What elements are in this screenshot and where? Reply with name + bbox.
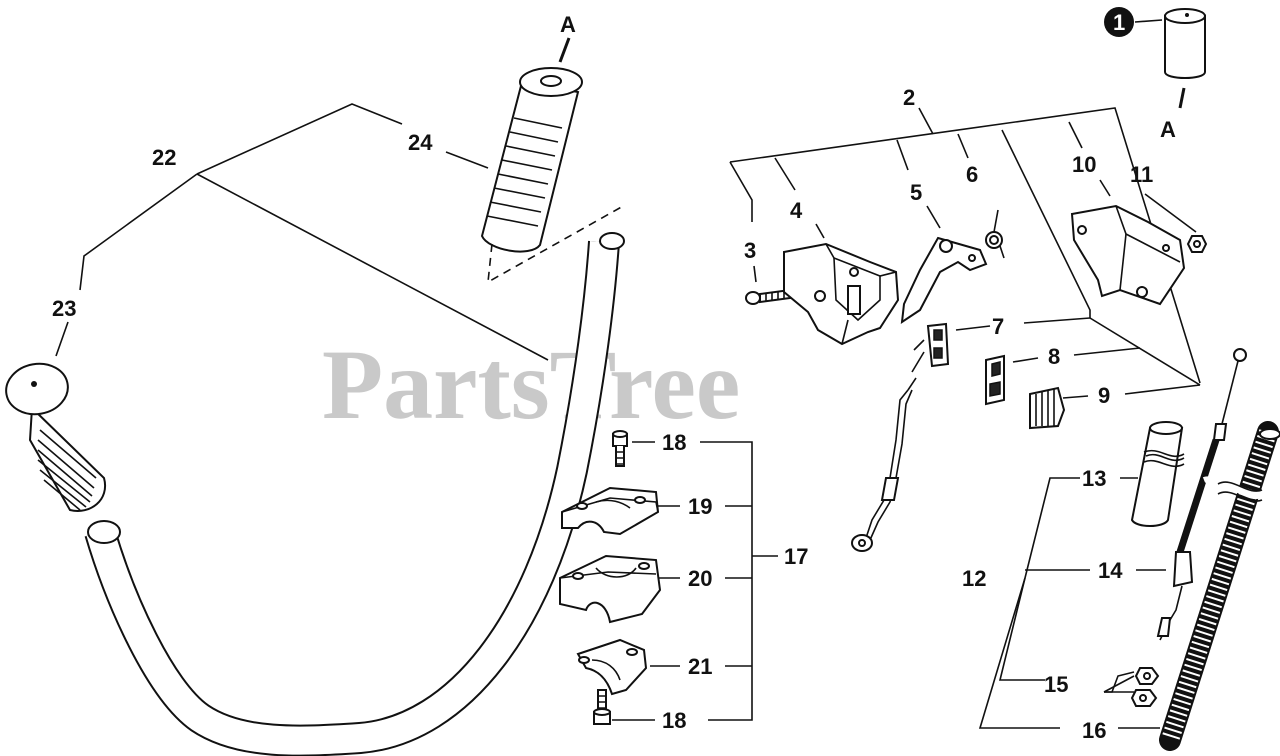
leader-a-top bbox=[558, 37, 571, 63]
throttle-housing-part-4[interactable] bbox=[783, 242, 900, 346]
handlebar-tube[interactable] bbox=[84, 232, 625, 756]
part-labels: A A 1 2 3 4 5 6 7 8 9 10 11 12 13 14 15 … bbox=[52, 7, 1176, 743]
sleeve-part-13[interactable] bbox=[1130, 421, 1185, 527]
clamp-bottom-part-21[interactable] bbox=[576, 638, 648, 696]
label-17: 17 bbox=[784, 544, 808, 569]
clamp-top-part-19[interactable] bbox=[561, 486, 660, 536]
label-10: 10 bbox=[1072, 152, 1096, 177]
callout-1-badge bbox=[1104, 7, 1134, 37]
inner-cable-part-14[interactable] bbox=[1156, 348, 1247, 641]
label-16: 16 bbox=[1082, 718, 1106, 743]
spring-part-6[interactable] bbox=[985, 209, 1005, 259]
nut-part-15[interactable] bbox=[1130, 667, 1160, 707]
label-2: 2 bbox=[903, 85, 915, 110]
clamp-base-part-20[interactable] bbox=[559, 554, 662, 624]
switch-part-7[interactable] bbox=[851, 322, 950, 552]
handle-cover-part-10[interactable] bbox=[1070, 204, 1186, 306]
label-8: 8 bbox=[1048, 344, 1060, 369]
block-part-9[interactable] bbox=[1029, 386, 1066, 430]
bolt-part-18-top[interactable] bbox=[612, 430, 628, 467]
watermark: PartsTree bbox=[322, 329, 740, 440]
label-21: 21 bbox=[688, 654, 712, 679]
label-5: 5 bbox=[910, 180, 922, 205]
throttle-trigger-part-5[interactable] bbox=[900, 236, 988, 325]
label-11: 11 bbox=[1130, 162, 1153, 187]
handlebar-leaders bbox=[55, 103, 549, 361]
clip-part-8[interactable] bbox=[985, 354, 1005, 406]
label-23: 23 bbox=[52, 296, 76, 321]
label-3: 3 bbox=[744, 238, 756, 263]
top-grip-ribs bbox=[486, 117, 563, 227]
label-15: 15 bbox=[1044, 672, 1068, 697]
label-6: 6 bbox=[966, 162, 978, 187]
label-12: 12 bbox=[962, 566, 986, 591]
grip-cap-part-1[interactable] bbox=[1164, 8, 1206, 109]
label-a-top: A bbox=[560, 12, 576, 37]
label-19: 19 bbox=[688, 494, 712, 519]
label-7: 7 bbox=[992, 314, 1004, 339]
leader-15-upper bbox=[1103, 675, 1135, 693]
nut-part-11[interactable] bbox=[1186, 235, 1208, 253]
label-a-bottom: A bbox=[1160, 117, 1176, 142]
top-grip[interactable] bbox=[480, 67, 626, 284]
clamp-leaders bbox=[612, 441, 778, 721]
throttle-assembly-leaders bbox=[729, 107, 1201, 399]
label-18-top: 18 bbox=[662, 430, 686, 455]
conduit-part-16[interactable] bbox=[1159, 421, 1280, 751]
label-18-bottom: 18 bbox=[662, 708, 686, 733]
label-1: 1 bbox=[1113, 10, 1125, 35]
bolt-part-18-bottom[interactable] bbox=[593, 689, 611, 725]
cable-leaders bbox=[978, 477, 1166, 729]
label-13: 13 bbox=[1082, 466, 1106, 491]
left-grip[interactable] bbox=[2, 359, 107, 512]
left-grip-ribs bbox=[37, 429, 97, 511]
label-9: 9 bbox=[1098, 383, 1110, 408]
label-22: 22 bbox=[152, 145, 176, 170]
label-14: 14 bbox=[1098, 558, 1123, 583]
label-24: 24 bbox=[408, 130, 433, 155]
label-20: 20 bbox=[688, 566, 712, 591]
leader-1 bbox=[1134, 19, 1163, 23]
label-4: 4 bbox=[790, 198, 803, 223]
